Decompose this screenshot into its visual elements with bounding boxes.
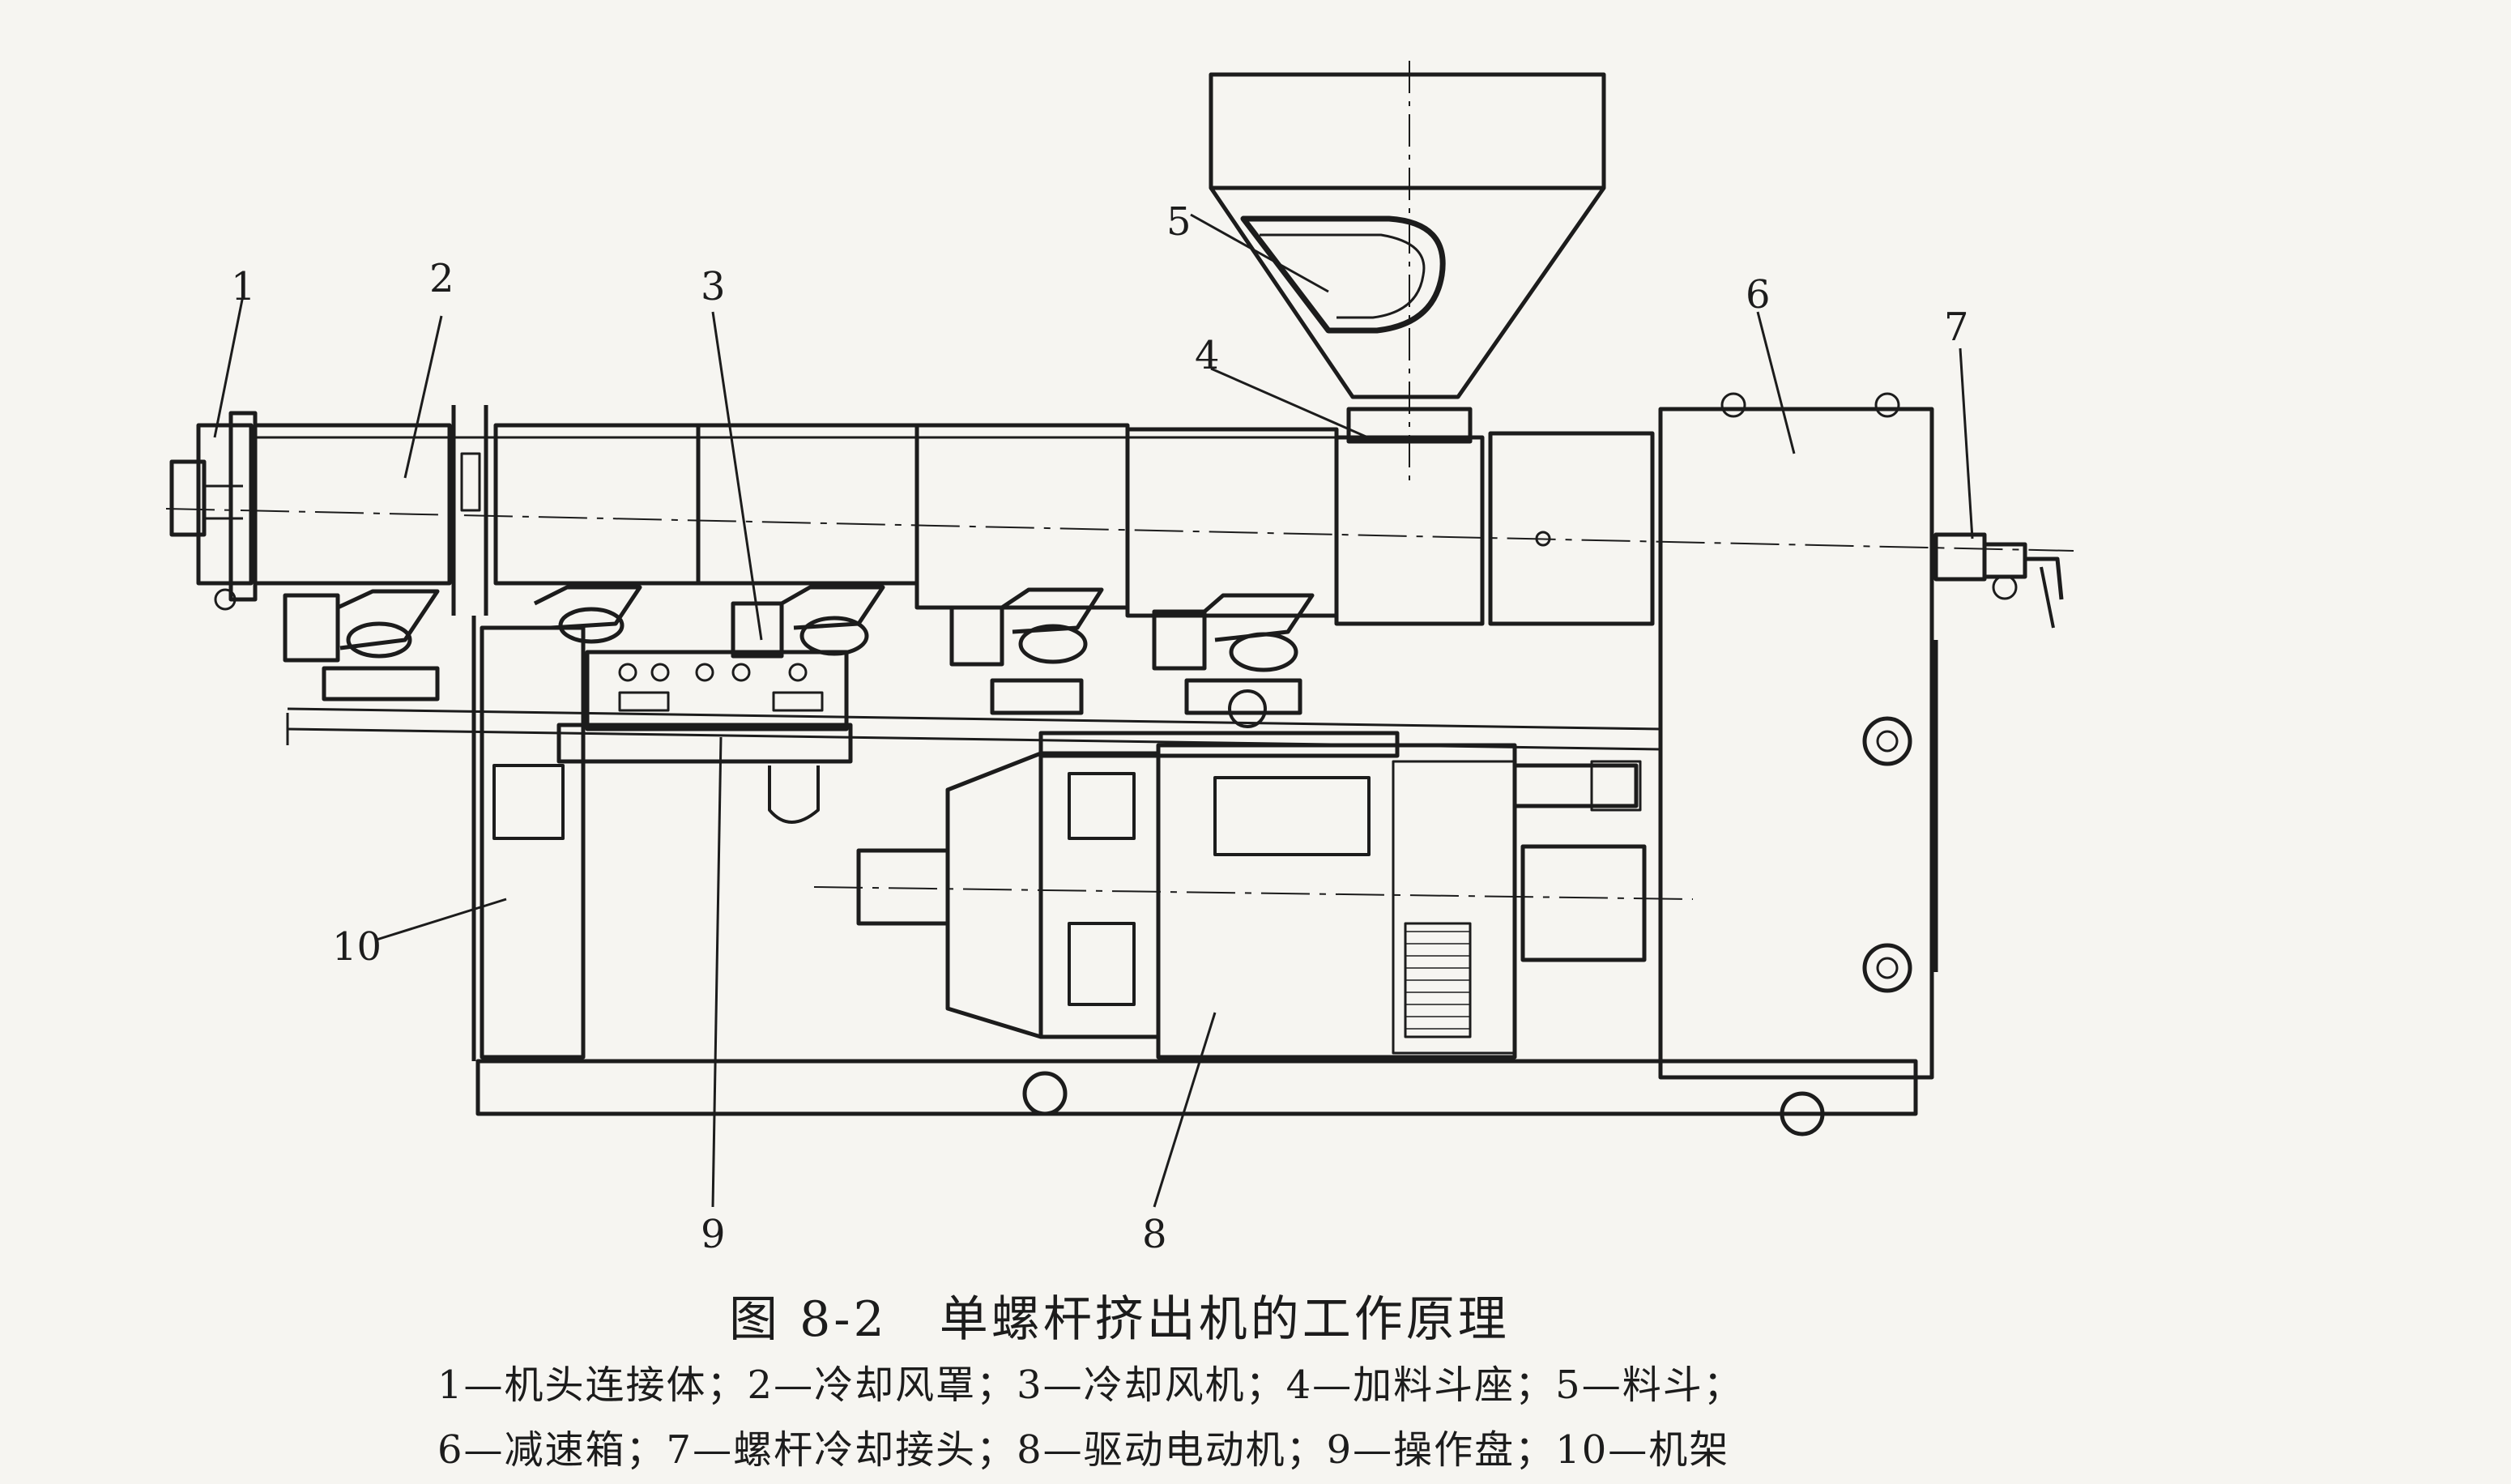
callout-2: 2 xyxy=(429,256,454,301)
callout-7: 7 xyxy=(1944,305,1969,350)
leader-lines xyxy=(213,213,1974,1208)
machine-frame xyxy=(286,616,1918,1136)
drive-motor xyxy=(813,743,1694,1060)
callout-4: 4 xyxy=(1195,333,1220,378)
legend-line-2: 6—减速箱；7—螺杆冷却接头；8—驱动电动机；9—操作盘；10—机架 xyxy=(437,1427,1730,1473)
cooling-fans xyxy=(283,585,1315,728)
callout-5: 5 xyxy=(1166,199,1192,245)
callout-6: 6 xyxy=(1746,272,1771,318)
callout-labels: 1 2 3 4 5 6 7 8 9 10 xyxy=(231,199,1969,1257)
barrel-cooling-hoods xyxy=(253,405,1339,618)
callout-1: 1 xyxy=(231,264,256,309)
legend-line-1: 1—机头连接体；2—冷却风罩；3—冷却风机；4—加料斗座；5—料斗； xyxy=(437,1362,1744,1408)
feed-throat xyxy=(1334,407,1485,626)
screw-cooling-joint xyxy=(1933,532,2064,629)
extruder-drawing: 1 2 3 4 5 6 7 8 9 10 xyxy=(165,61,2074,1257)
callout-10: 10 xyxy=(332,924,382,970)
hopper xyxy=(1209,61,1606,486)
control-panel xyxy=(556,650,853,824)
gearbox xyxy=(1488,392,1938,1080)
figure-title: 图 8-2 单螺杆挤出机的工作原理 xyxy=(729,1291,1510,1348)
callout-8: 8 xyxy=(1142,1212,1167,1257)
callout-3: 3 xyxy=(701,264,726,309)
callout-9: 9 xyxy=(701,1212,726,1257)
head-connector xyxy=(169,411,258,611)
